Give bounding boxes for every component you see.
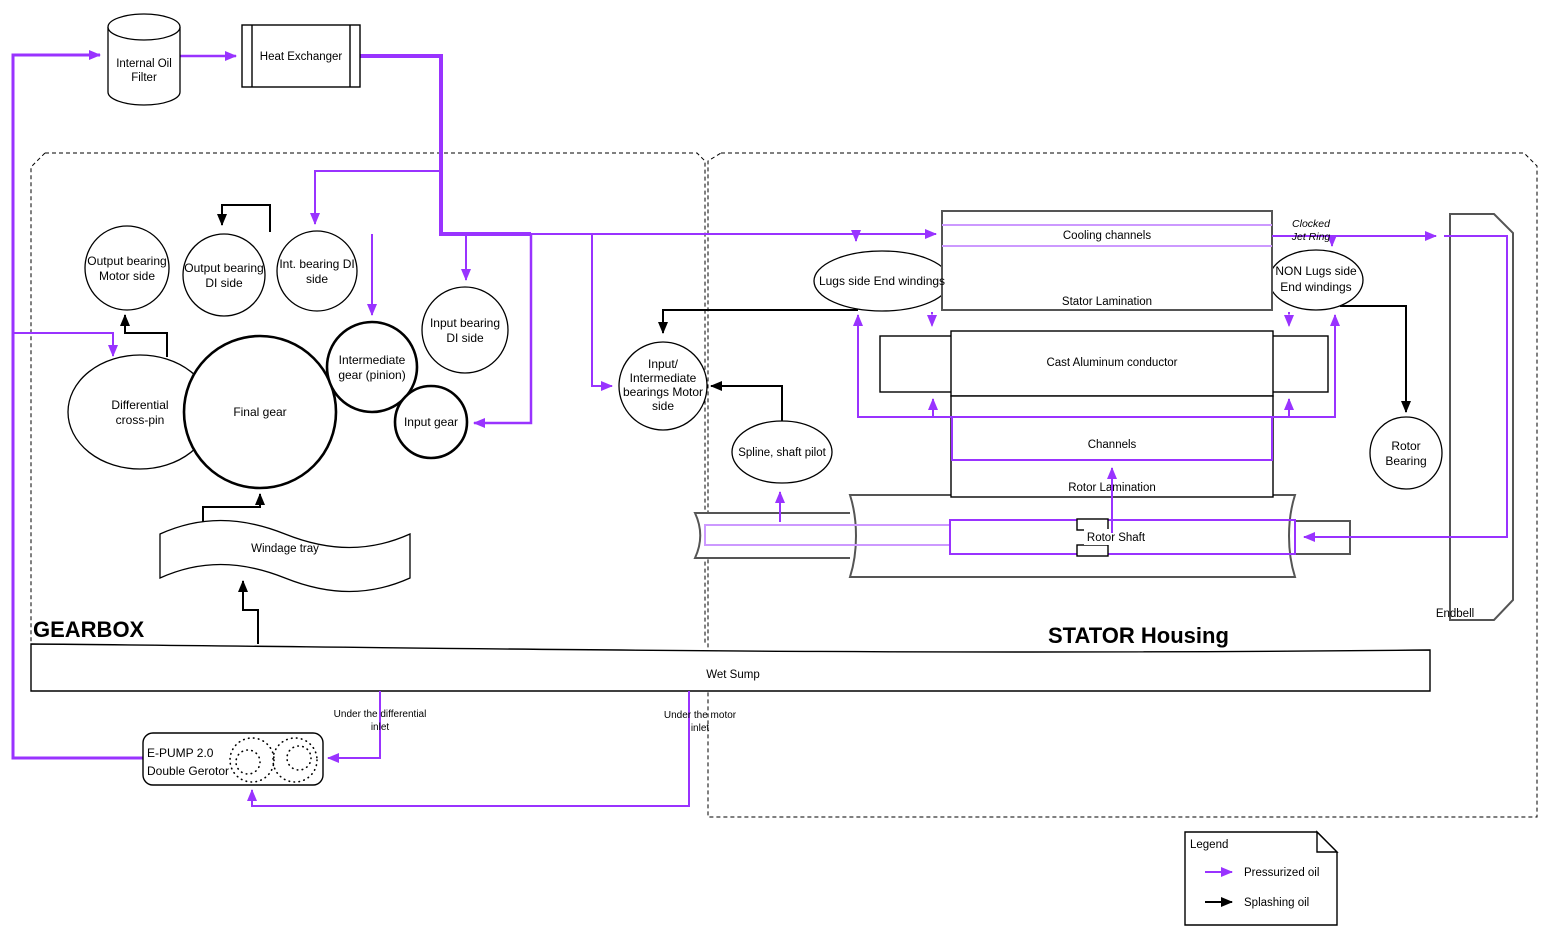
- oil-filter-body: [107, 27, 181, 106]
- differential-label-2: cross-pin: [116, 413, 165, 427]
- oil-filter-label-2: Filter: [131, 72, 157, 84]
- channels-box: [951, 416, 1273, 461]
- rotor-shaft-cylinder: [848, 494, 1297, 578]
- channels-label: Channels: [1088, 439, 1137, 451]
- rotor-shaft-label: Rotor Shaft: [1087, 532, 1146, 544]
- heat-exchanger-box: [241, 24, 361, 88]
- stator-lamination-label: Stator Lamination: [1062, 296, 1152, 308]
- input-gear: [393, 384, 469, 460]
- wet-sump-label: Wet Sump: [706, 669, 759, 681]
- final-gear: [182, 334, 338, 490]
- epump-label-1: E-PUMP 2.0: [147, 746, 214, 760]
- splash-int-to-output-di: [217, 204, 271, 232]
- windage-tray-label: Windage tray: [251, 543, 319, 555]
- shaft-notch-bottom: [1076, 544, 1109, 557]
- under-differential-label-2: inlet: [371, 722, 390, 733]
- input-intermediate-label-1: Input/: [648, 357, 679, 371]
- endbell-shape: [1449, 213, 1514, 621]
- shaft-notch-top: [1076, 518, 1109, 531]
- intermediate-gear-label-2: gear (pinion): [338, 368, 405, 382]
- intermediate-gear-label-1: Intermediate: [339, 353, 406, 367]
- input-bearing-di-label-2: DI side: [446, 331, 484, 345]
- final-gear-label: Final gear: [233, 405, 286, 419]
- cast-aluminum-label: Cast Aluminum conductor: [1046, 357, 1177, 369]
- cast-aluminum-conductor: [950, 330, 1274, 397]
- input-intermediate-label-3: bearings Motor: [623, 385, 703, 399]
- under-motor-label-1: Under the motor: [664, 710, 737, 721]
- legend-pressurized-label: Pressurized oil: [1244, 867, 1319, 879]
- flow-motor-inlet: [247, 691, 690, 807]
- wet-sump-shape: [30, 643, 1431, 692]
- rotor-bearing-label-1: Rotor: [1391, 439, 1420, 453]
- epump-box: [142, 732, 324, 786]
- oil-filter-label-1: Internal Oil: [116, 58, 172, 70]
- gearbox-boundary: [30, 152, 706, 645]
- input-intermediate-label-2: Intermediate: [630, 371, 697, 385]
- flow-heat-exchanger-main: [360, 54, 531, 236]
- flow-to-input-gear: [473, 234, 533, 428]
- input-bearing-di-label-1: Input bearing: [430, 316, 500, 330]
- rotor-bearing: [1369, 416, 1443, 490]
- output-bearing-motor-label-1: Output bearing: [87, 254, 166, 268]
- splash-diff-to-output-motor: [120, 314, 168, 357]
- stator-housing-boundary: [707, 152, 1538, 818]
- gearbox-title: GEARBOX: [33, 617, 145, 642]
- splash-lugs-to-bearings: [658, 309, 858, 334]
- input-intermediate-label-4: side: [652, 399, 674, 413]
- non-lugs-end-windings-label-1: NON Lugs side: [1275, 264, 1357, 278]
- splash-nonlugs-to-rotor-bearing: [1340, 305, 1411, 413]
- oil-filter-top: [107, 13, 181, 41]
- int-bearing-di-label-1: Int. bearing DI: [279, 257, 354, 271]
- flow-differential-inlet: [327, 691, 381, 763]
- int-bearing-di-side: [276, 230, 358, 312]
- rotor-shaft-small-cylinder: [693, 512, 850, 559]
- endbell-label: Endbell: [1436, 608, 1474, 620]
- under-differential-label-1: Under the differential: [334, 709, 427, 720]
- flow-endbell-to-shaft: [1303, 235, 1508, 542]
- windage-tray-shape: [159, 519, 411, 593]
- rotor-shaft-inner-channel: [949, 519, 1296, 555]
- gerotor-right-outer-icon: [272, 737, 318, 783]
- output-bearing-di-label-1: Output bearing: [184, 261, 263, 275]
- output-bearing-di-side: [182, 233, 266, 317]
- differential-label-1: Differential: [111, 398, 168, 412]
- legend-fold-icon: [1316, 830, 1339, 853]
- legend-splashing-label: Splashing oil: [1244, 897, 1309, 909]
- flow-to-int-bearing: [310, 170, 441, 225]
- non-lugs-end-windings-label-2: End windings: [1280, 280, 1351, 294]
- gerotor-left-inner-icon: [235, 749, 261, 775]
- flow-pump-to-filter: [11, 50, 143, 760]
- spline-label: Spline, shaft pilot: [738, 447, 826, 459]
- intermediate-gear: [325, 320, 419, 414]
- output-bearing-motor-side: [84, 225, 170, 311]
- splash-spline-to-bearings: [710, 381, 783, 421]
- rotor-shaft-label-bg: [1084, 529, 1148, 545]
- heat-exchanger-label: Heat Exchanger: [260, 51, 343, 63]
- int-bearing-di-label-2: side: [306, 272, 328, 286]
- splash-sump-to-tray: [238, 580, 259, 644]
- output-bearing-motor-label-2: Motor side: [99, 269, 155, 283]
- gerotor-left-outer-icon: [229, 737, 275, 783]
- input-gear-label: Input gear: [404, 415, 458, 429]
- flow-to-input-intermediate-bearings: [591, 234, 613, 391]
- flow-riser-left-endwinding: [853, 314, 952, 418]
- lugs-end-windings-label: Lugs side End windings: [819, 274, 945, 288]
- clocked-jet-ring-label-2: Jet Ring: [1291, 231, 1331, 243]
- flow-riser-right-endwinding: [1272, 314, 1340, 418]
- stator-housing-title: STATOR Housing: [1048, 623, 1229, 648]
- clocked-jet-ring-label-1: Clocked: [1292, 218, 1331, 230]
- gerotor-right-inner-icon: [286, 745, 312, 771]
- cooling-channels-label: Cooling channels: [1063, 230, 1151, 242]
- under-motor-label-2: inlet: [691, 723, 710, 734]
- input-bearing-di-side: [421, 286, 509, 374]
- legend-title: Legend: [1190, 839, 1228, 851]
- epump-label-2: Double Gerotor: [147, 764, 229, 778]
- flow-branch-to-differential: [13, 332, 118, 357]
- output-bearing-di-label-2: DI side: [205, 276, 243, 290]
- input-intermediate-bearings-motor-side: [618, 341, 708, 431]
- stator-lamination-box: [941, 210, 1273, 311]
- rotor-bearing-label-2: Bearing: [1385, 454, 1426, 468]
- splash-tray-to-final-gear: [202, 493, 265, 533]
